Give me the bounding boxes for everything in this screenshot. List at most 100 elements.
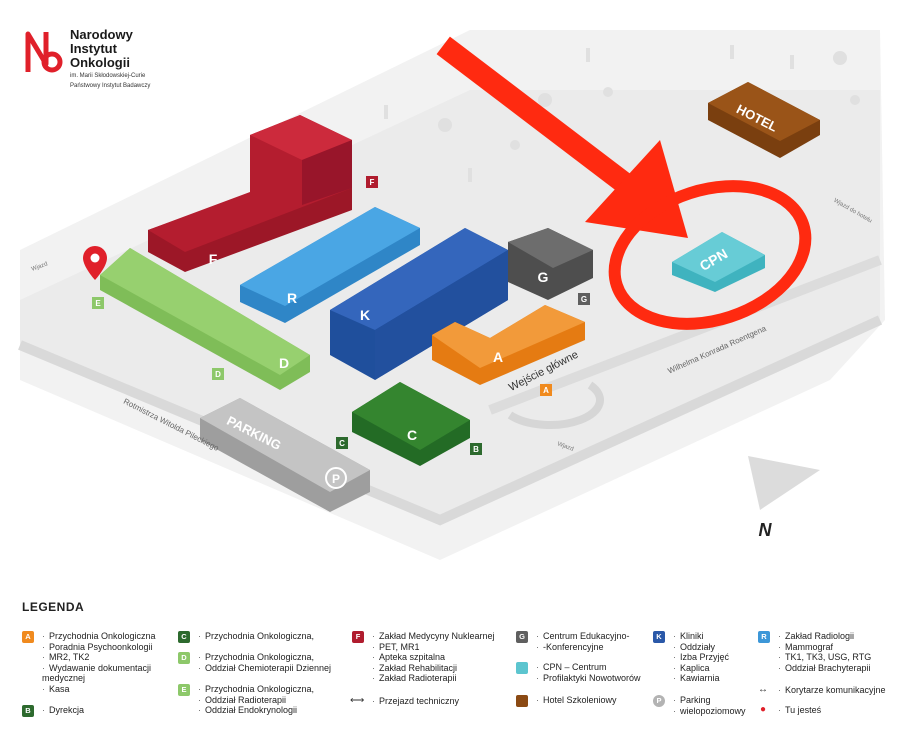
building-a-label: A	[493, 349, 503, 365]
legend-swatch-cpn	[516, 662, 528, 674]
north-label: N	[759, 520, 773, 540]
building-k-label: K	[360, 307, 370, 323]
legend-badge-c: C	[178, 631, 190, 643]
building-k[interactable]: K	[330, 228, 508, 380]
legend-item-hotel: Hotel Szkoleniowy	[516, 695, 617, 707]
building-f[interactable]: F	[148, 115, 352, 272]
legend-d-line: Oddział Chemioterapii Dziennej	[198, 663, 331, 674]
logo-sub-line2: Państwowy Instytut Badawczy	[70, 83, 151, 89]
legend-f-line: Zakład Medycyny Nuklearnej	[372, 631, 495, 642]
legend-item-pin: ● Tu jesteś	[756, 705, 821, 716]
building-c[interactable]: C	[352, 382, 470, 466]
logo-name-line2: Instytut	[70, 41, 117, 56]
legend-item-a: A Przychodnia Onkologiczna Poradnia Psyc…	[22, 631, 162, 694]
campus-map: F R K G A D C PARKING	[18, 30, 885, 560]
logo-name-line1: Narodowy	[70, 27, 133, 42]
svg-text:G: G	[581, 295, 587, 304]
legend-f-line: Zakład Rehabilitacji	[372, 663, 495, 674]
legend-item-c: C Przychodnia Onkologiczna,	[178, 631, 314, 643]
wjazd-label-south: Wjazd	[556, 441, 574, 452]
legend-item-parking: P Parking wielopoziomowy	[653, 695, 746, 716]
nio-logo-icon	[25, 31, 63, 73]
parking-p-label: P	[332, 472, 340, 486]
legend-e-line: Oddział Radioterapii	[198, 695, 314, 706]
legend-a-line: Przychodnia Onkologiczna	[42, 631, 162, 642]
annotation-circle	[608, 180, 812, 330]
legend-item-d: D Przychodnia Onkologiczna, Oddział Chem…	[178, 652, 331, 673]
svg-text:F: F	[370, 178, 375, 187]
street-pileckiego-road	[18, 315, 883, 526]
legend-item-b: B Dyrekcja	[22, 705, 84, 717]
cpn-building[interactable]: CPN	[672, 232, 765, 292]
logo-sub-line1: im. Marii Skłodowskiej-Curie	[70, 73, 146, 79]
building-g-label: G	[538, 269, 549, 285]
legend-p-line: Parking	[673, 695, 746, 706]
legend-item-k: K Kliniki Oddziały Izba Przyjęć Kaplica …	[653, 631, 729, 684]
legend-f-line: PET, MR1	[372, 642, 495, 653]
legend-k-line: Kawiarnia	[673, 673, 729, 684]
building-a[interactable]: A	[432, 305, 585, 385]
building-d-label: D	[279, 355, 289, 371]
legend-pin-line: Tu jesteś	[778, 705, 821, 716]
wjazd-label-west: Wjazd	[31, 261, 49, 272]
legend-g-line: -Konferencyjne	[536, 642, 630, 653]
legend-badge-f: F	[352, 631, 364, 643]
legend-k-line: Izba Przyjęć	[673, 652, 729, 663]
you-are-here-pin	[83, 246, 107, 280]
hotel-building[interactable]: HOTEL	[708, 82, 820, 158]
legend-badge-d: D	[178, 652, 190, 664]
legend-badge-p: P	[653, 695, 665, 707]
legend-item-f: F Zakład Medycyny Nuklearnej PET, MR1 Ap…	[352, 631, 495, 684]
legend-cpn-line: Profilaktyki Nowotworów	[536, 673, 641, 684]
svg-text:A: A	[543, 386, 549, 395]
svg-text:E: E	[95, 299, 101, 308]
building-d[interactable]: D	[100, 248, 310, 390]
legend-hotel-line: Hotel Szkoleniowy	[536, 695, 617, 706]
legend-badge-k: K	[653, 631, 665, 643]
legend-r-line: TK1, TK3, USG, RTG	[778, 652, 871, 663]
building-r[interactable]: R	[240, 207, 420, 323]
legend-k-line: Kaplica	[673, 663, 729, 674]
legend-r-line: Mammograf	[778, 642, 871, 653]
legend-badge-b: B	[22, 705, 34, 717]
building-c-label: C	[407, 427, 417, 443]
tech-passage-icon: ⟷	[350, 695, 365, 706]
legend-e-line: Oddział Endokrynologii	[198, 705, 314, 716]
legend-f-line: Zakład Radioterapii	[372, 673, 495, 684]
legend-badge-a: A	[22, 631, 34, 643]
legend-a-line: Poradnia Psychoonkologii	[42, 642, 162, 653]
building-r-label: R	[287, 290, 297, 306]
legend-e-line: Przychodnia Onkologiczna,	[198, 684, 314, 695]
legend-a-line: Wydawanie dokumentacji medycznej	[42, 663, 162, 684]
legend-badge-g: G	[516, 631, 528, 643]
legend-tech-line: Przejazd techniczny	[372, 696, 459, 707]
trees	[384, 45, 860, 182]
building-g[interactable]: G	[508, 228, 593, 300]
legend-item-e: E Przychodnia Onkologiczna, Oddział Radi…	[178, 684, 314, 716]
legend-f-line: Apteka szpitalna	[372, 652, 495, 663]
corridor-icon: ↔	[758, 684, 768, 695]
street-roentgena-road	[488, 255, 882, 415]
legend-c-line: Przychodnia Onkologiczna,	[198, 631, 314, 642]
building-f-label: F	[209, 251, 218, 267]
legend-title: LEGENDA	[22, 600, 85, 614]
legend-item-g: G Centrum Edukacyjno- -Konferencyjne	[516, 631, 630, 652]
legend-swatch-hotel	[516, 695, 528, 707]
legend-a-line: MR2, TK2	[42, 652, 162, 663]
annotation-arrow-shaft	[436, 36, 656, 211]
legend-k-line: Kliniki	[673, 631, 729, 642]
legend-item-r: R Zakład Radiologii Mammograf TK1, TK3, …	[758, 631, 871, 673]
legend-p-line: wielopoziomowy	[673, 706, 746, 717]
legend-g-line: Centrum Edukacyjno-	[536, 631, 630, 642]
legend-r-line: Zakład Radiologii	[778, 631, 871, 642]
svg-text:D: D	[215, 370, 221, 379]
entrance-badges: F E D C B G A	[92, 176, 590, 455]
legend-item-corridor: ↔ Korytarze komunikacyjne	[756, 685, 886, 696]
legend-item-cpn: CPN – Centrum Profilaktyki Nowotworów	[516, 662, 641, 683]
svg-text:C: C	[339, 439, 345, 448]
legend-d-line: Przychodnia Onkologiczna,	[198, 652, 331, 663]
institute-logo: Narodowy Instytut Onkologii im. Marii Sk…	[24, 28, 150, 90]
legend-corridor-line: Korytarze komunikacyjne	[778, 685, 886, 696]
parking-building[interactable]: PARKING P	[200, 398, 370, 512]
legend-r-line: Oddział Brachyterapii	[778, 663, 871, 674]
